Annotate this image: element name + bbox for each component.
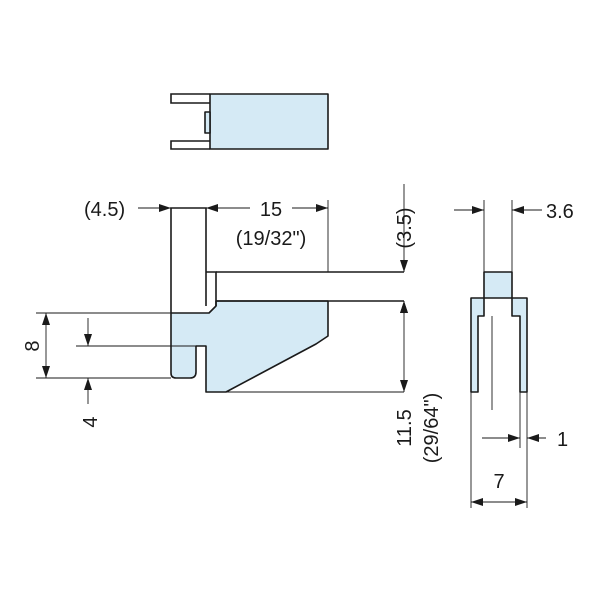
top-view-upper-lip [170, 93, 210, 104]
end-view-left-wall [470, 297, 485, 393]
dim-7-arrow-right [515, 498, 527, 506]
top-view-lower-lip [170, 140, 210, 150]
dim-label-1: 1 [557, 429, 568, 451]
dim-1-arrow-right [527, 434, 539, 442]
top-view-tab [204, 111, 211, 134]
dim-label-15: 15 [260, 199, 282, 221]
dim-11-5-arrow-bottom [400, 380, 408, 392]
dim-label-3-5: (3.5) [394, 207, 416, 248]
dim-label-29-64: (29/64") [421, 393, 443, 463]
dim-3-5-arrow-top [400, 260, 408, 272]
side-view-hook [170, 207, 207, 313]
dim-15-arrow-right [316, 204, 328, 212]
dim-label-8: 8 [22, 340, 44, 351]
dim-label-4-5: (4.5) [84, 199, 125, 221]
dim-3-6-ext [483, 200, 513, 272]
dim-label-3-6: 3.6 [546, 201, 574, 223]
dim-1-arrow-left [508, 434, 520, 442]
top-view-body [209, 93, 329, 150]
dim-4-arrow-top [84, 334, 92, 346]
dim-label-4: 4 [80, 416, 102, 427]
end-view [470, 271, 528, 508]
dimension-lines [36, 184, 546, 506]
dim-label-7: 7 [493, 471, 504, 493]
dim-7-arrow-left [471, 498, 483, 506]
dim-4-arrow-bottom [84, 378, 92, 390]
side-view-body [170, 300, 329, 393]
top-view [170, 93, 329, 150]
end-view-post [483, 271, 513, 299]
dim-3-6-arrow-left [472, 206, 484, 214]
end-view-right-wall [511, 297, 528, 393]
dim-8-arrow-bottom [42, 366, 50, 378]
dim-8-ext [36, 312, 171, 379]
dim-label-11-5: 11.5 [394, 409, 416, 446]
dim-label-19-32: (19/32") [236, 228, 306, 250]
dim-11-5-arrow-top [400, 301, 408, 313]
dim-4-5-arrow-left [159, 204, 171, 212]
side-view-slot [206, 271, 217, 306]
dimension-labels: (4.5) 15 (19/32") (3.5) 11.5 (29/64") 8 … [22, 199, 574, 493]
side-view [170, 207, 404, 393]
dim-3-6-arrow-right [512, 206, 524, 214]
dim-8-arrow-top [42, 313, 50, 325]
